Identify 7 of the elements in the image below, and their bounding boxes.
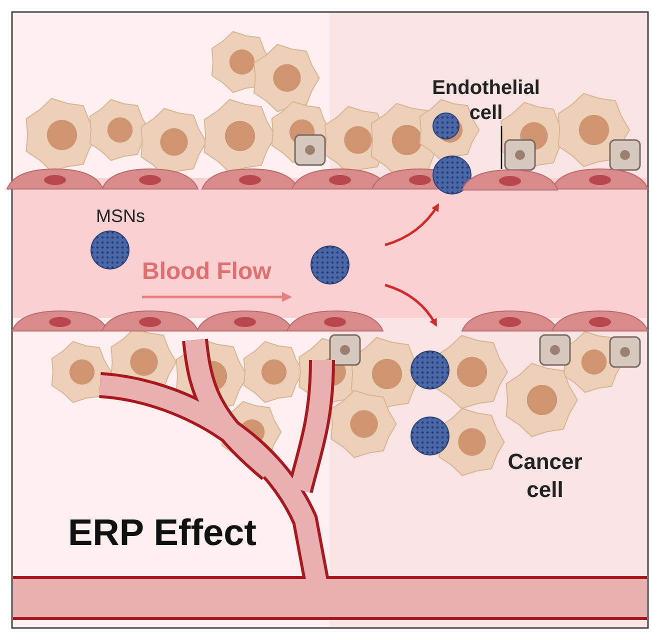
effect-title: ERP Effect <box>68 512 256 554</box>
flow-label: Blood Flow <box>142 258 272 286</box>
cell-label: Cancer cell <box>506 448 584 504</box>
cell-label: Endothelial cell <box>431 76 541 126</box>
particle-label: MSNs <box>96 206 145 227</box>
endothelial-cell <box>462 169 558 191</box>
leader-line <box>500 126 502 169</box>
